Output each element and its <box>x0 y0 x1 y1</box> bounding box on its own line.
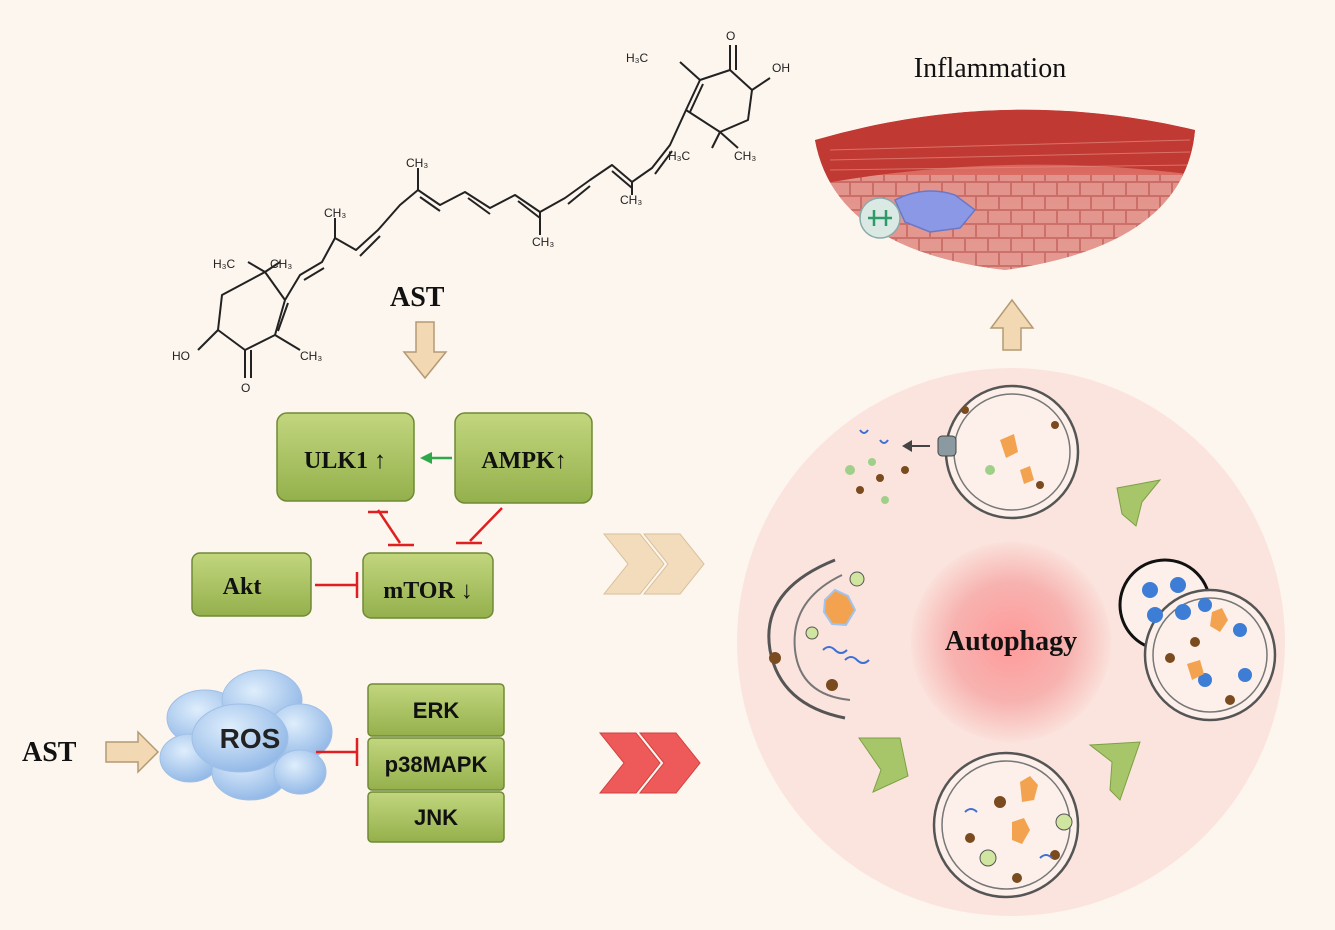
autolysosome-fusion-icon <box>1118 558 1277 722</box>
group-h3c-right-gem: H₃C <box>668 149 691 163</box>
group-h3c-right: H₃C <box>626 51 649 65</box>
ampk-label: AMPK↑ <box>481 448 566 474</box>
ulk1-inhibits-mtor <box>368 509 414 547</box>
ros-inhibits-mapk <box>316 738 359 766</box>
akt-label: Akt <box>223 574 262 600</box>
akt-inhibits-mtor <box>315 572 359 598</box>
group-ch3-chain-1: CH₃ <box>324 206 346 220</box>
mtor-label: mTOR ↓ <box>383 578 473 604</box>
p38mapk-label: p38MAPK <box>385 752 488 777</box>
erk-label: ERK <box>413 698 460 723</box>
erk-box: ERK <box>367 683 505 737</box>
jnk-box: JNK <box>367 791 505 843</box>
ros-cloud <box>159 669 333 801</box>
cycle-chevron-icons <box>858 479 1162 801</box>
ampk-box: AMPK↑ <box>454 412 593 504</box>
group-ch3-chain-4: CH₃ <box>620 193 642 207</box>
group-ch3-chain-2: CH₃ <box>406 156 428 170</box>
group-h3c-left: H₃C <box>213 257 236 271</box>
autophagosome-icon <box>932 751 1080 899</box>
down-arrow <box>402 321 448 380</box>
p38mapk-box: p38MAPK <box>367 737 505 791</box>
astaxanthin-structure <box>197 45 771 378</box>
group-ch3-left-gem: CH₃ <box>270 257 292 271</box>
ros-label: ROS <box>220 723 281 754</box>
group-o-left: O <box>241 381 250 395</box>
autophagy-label: Autophagy <box>945 626 1077 657</box>
group-ch3-right-gem: CH₃ <box>734 149 756 163</box>
group-ch3-left-ring: CH₃ <box>300 349 322 363</box>
chevron-light-icon <box>602 533 705 595</box>
ampk-activates-ulk1-arrow <box>420 452 452 464</box>
autophagy-center <box>911 542 1111 742</box>
chevron-red-icon <box>598 732 701 794</box>
group-o-right: O <box>726 29 735 43</box>
group-ch3-chain-3: CH₃ <box>532 235 554 249</box>
degradation-icon <box>845 384 1080 520</box>
ast-label-bottom: AST <box>22 737 77 768</box>
right-arrow <box>105 730 160 774</box>
ast-label-top: AST <box>390 282 445 313</box>
group-ho: HO <box>172 349 190 363</box>
ulk1-box: ULK1 ↑ <box>276 412 415 502</box>
group-oh: OH <box>772 61 790 75</box>
akt-box: Akt <box>191 552 312 617</box>
up-arrow <box>989 298 1035 351</box>
phagophore-icon <box>767 558 870 720</box>
mtor-box: mTOR ↓ <box>362 552 494 619</box>
ampk-inhibits-mtor <box>456 507 503 545</box>
ulk1-label: ULK1 ↑ <box>304 448 386 474</box>
astaxanthin-labels: H₃C CH₃ HO O CH₃ CH₃ CH₃ CH₃ CH₃ H₃C O O… <box>172 29 790 395</box>
inflamed-skin-image <box>815 109 1195 270</box>
inflammation-label: Inflammation <box>914 53 1066 84</box>
jnk-label: JNK <box>414 805 458 830</box>
